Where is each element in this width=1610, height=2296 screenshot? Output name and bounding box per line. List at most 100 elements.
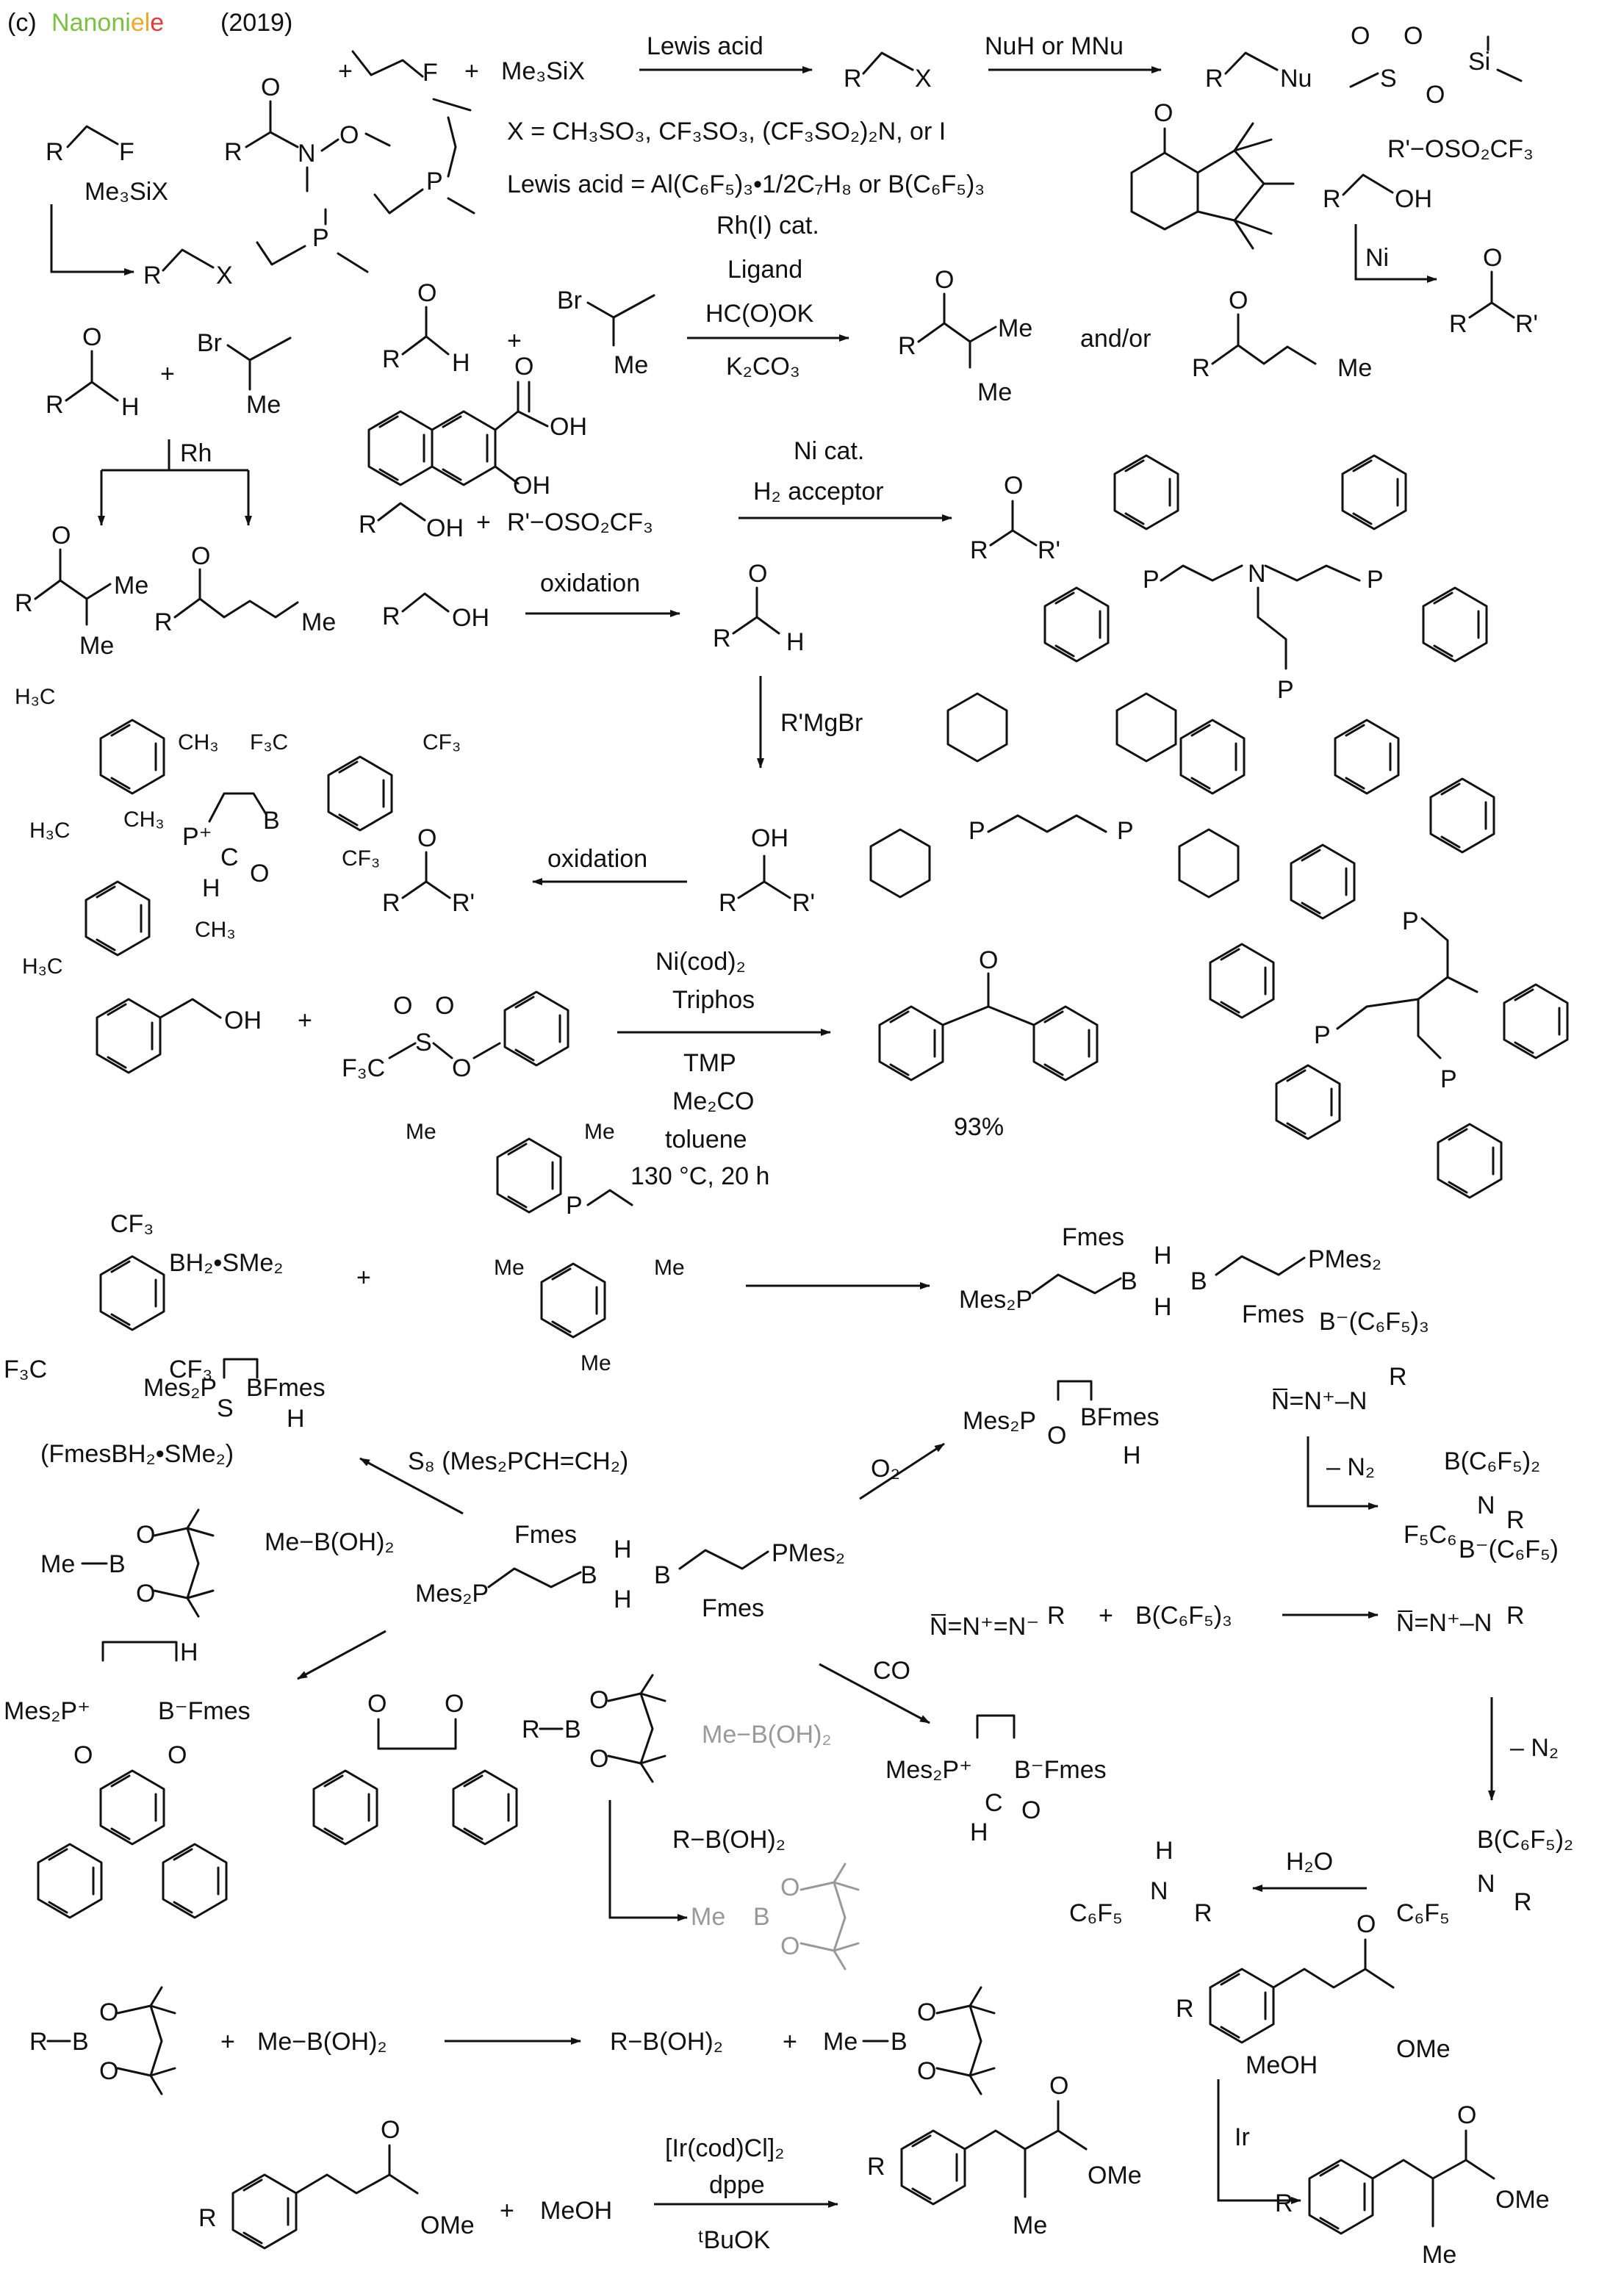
atom-p: P [1440, 1065, 1457, 1093]
label-ir: Ir [1235, 2123, 1250, 2151]
atom-ome: OMe [1495, 2186, 1550, 2214]
atom-c: C [220, 843, 239, 871]
atom-o: O [191, 542, 210, 570]
atom-r: R [29, 2028, 48, 2056]
atom-f: F [119, 138, 134, 166]
atom-r: R [867, 2153, 885, 2181]
atom-r: R [713, 625, 731, 652]
atom-mes2p: Mes₂P [143, 1374, 217, 1402]
reagent-meoh-2: MeOH [1246, 2051, 1318, 2079]
atom-cf3: CF₃ [110, 1210, 154, 1238]
atom-r: R [143, 262, 162, 289]
atom-f3c: F₃C [342, 1054, 385, 1082]
label-tmp: TMP [683, 1049, 736, 1077]
atom-n: N [1248, 560, 1266, 588]
atom-me: Me [823, 2028, 858, 2056]
atom-me: Me [1337, 354, 1372, 382]
atom-r: R [46, 391, 64, 419]
header: (c) Nanoniele (2019) [7, 9, 292, 37]
atom-o: O [1351, 22, 1370, 50]
atom-me: Me [584, 1120, 615, 1144]
atom-b-c6f5: B⁻(C₆F₅)₃ [1319, 1308, 1429, 1336]
atom-b: B [564, 1716, 581, 1743]
plus-sign: + [507, 327, 522, 355]
brand-letter: i [125, 9, 131, 37]
label-ni: Ni [1365, 244, 1389, 272]
atom-o: O [250, 860, 269, 888]
atom-r: R [522, 1716, 540, 1743]
atom-o: O [1404, 22, 1423, 50]
atom-b-fmes: B⁻Fmes [158, 1697, 251, 1725]
hydroboration-scheme: CF₃ BH₂•SMe₂ F₃C CF₃ + Me Me P Me Me Me [4, 1120, 930, 1383]
atom-h3c: H₃C [22, 954, 63, 979]
atom-fmes: Fmes [702, 1594, 764, 1622]
indanone-structure: O [1130, 99, 1295, 250]
brand-letter: e [131, 9, 145, 37]
atom-r: R [1194, 1899, 1212, 1927]
atom-s: S [415, 1029, 432, 1057]
atom-h: H [1154, 1293, 1172, 1321]
atom-o: O [1047, 1422, 1066, 1450]
label-tbuok: ᵗBuOK [698, 2226, 771, 2254]
atom-br: Br [197, 329, 222, 357]
label-yield: 93% [954, 1113, 1004, 1141]
brand-letter: o [97, 9, 111, 37]
atom-cf3: CF₃ [342, 846, 380, 871]
atom-f3c: F₃C [250, 730, 288, 755]
atom-o: O [1004, 472, 1023, 500]
atom-s: S [1380, 65, 1397, 93]
atom-p: P [968, 817, 985, 845]
atom-f5c6: F₅C₆ [1404, 1521, 1457, 1549]
atom-r: R [719, 889, 737, 917]
atom-r: R [970, 536, 988, 564]
header-prefix: (c) [7, 9, 37, 37]
reagent-meoh: MeOH [540, 2197, 612, 2225]
weinreb-and-phosphines: R O N O P P [224, 73, 475, 273]
azide-activation: N̅=N⁺=N⁻ R + B(C₆F₅)₃ – N₂ B(C₆F₅)₂ N R … [930, 1602, 1573, 1927]
atom-o: O [1154, 99, 1173, 127]
atom-r: R [46, 138, 64, 166]
atom-n: N [1477, 1870, 1495, 1898]
atom-ch3: CH₃ [123, 807, 165, 832]
label-ni-cat: Ni cat. [794, 437, 864, 465]
label-ir-cat: [Ir(cod)Cl]₂ [665, 2134, 784, 2162]
reagent-meboh2: Me−B(OH)₂ [265, 1528, 395, 1556]
atom-r-prime: R' [452, 889, 475, 917]
atom-oh: OH [224, 1007, 262, 1034]
atom-h: H [180, 1638, 198, 1666]
ni-triflate-coupling: R OH + R'−OSO₂CF₃ Ni cat. H₂ acceptor R … [359, 437, 1060, 564]
methyl-boronates: Me B O O Me−B(OH)₂ [40, 1508, 395, 1618]
plus: + [338, 57, 353, 85]
atom-mes2p-plus: Mes₂P⁺ [885, 1756, 972, 1784]
atom-p: P [312, 224, 329, 252]
atom-h: H [1154, 1242, 1172, 1270]
atom-o: O [589, 1745, 608, 1773]
atom-b-c6f5-3: B⁻(C₆F₅) [1459, 1536, 1559, 1563]
atom-r-prime: R' [1038, 536, 1060, 564]
atom-r: R [1047, 1602, 1065, 1630]
atom-azide: N̅=N⁺–N [1271, 1387, 1367, 1415]
atom-me: Me [654, 1256, 685, 1280]
atom-r: R [1449, 310, 1467, 338]
atom-o: O [917, 1998, 936, 2026]
atom-b: B [1121, 1267, 1138, 1295]
alcohol-to-ketone: R OH Ni R O R' [1323, 173, 1538, 338]
atom-c6f5: C₆F₅ [1069, 1899, 1123, 1927]
borane-dimer-product: Fmes Mes₂P B H H B PMes₂ Fmes [959, 1223, 1381, 1328]
atom-fmes: Fmes [1062, 1223, 1124, 1251]
atom-me: Me [998, 314, 1032, 342]
atom-me: Me [581, 1351, 611, 1375]
atom-r: R [154, 608, 173, 636]
atom-fmes: Fmes [514, 1521, 577, 1549]
label-o2: O₂ [871, 1455, 900, 1483]
atom-azide: N̅=N⁺–N [1396, 1609, 1492, 1637]
atom-pmes2: PMes₂ [772, 1539, 845, 1567]
atom-b-gray: B [753, 1903, 770, 1931]
atom-r: R [1176, 1995, 1194, 2023]
atom-p: P [1314, 1021, 1331, 1049]
atom-o: O [589, 1686, 608, 1714]
atom-c6f5: C₆F₅ [1396, 1899, 1450, 1927]
atom-oh: OH [751, 824, 788, 852]
atom-h: H [287, 1405, 305, 1433]
atom-h3c: H₃C [29, 818, 71, 843]
